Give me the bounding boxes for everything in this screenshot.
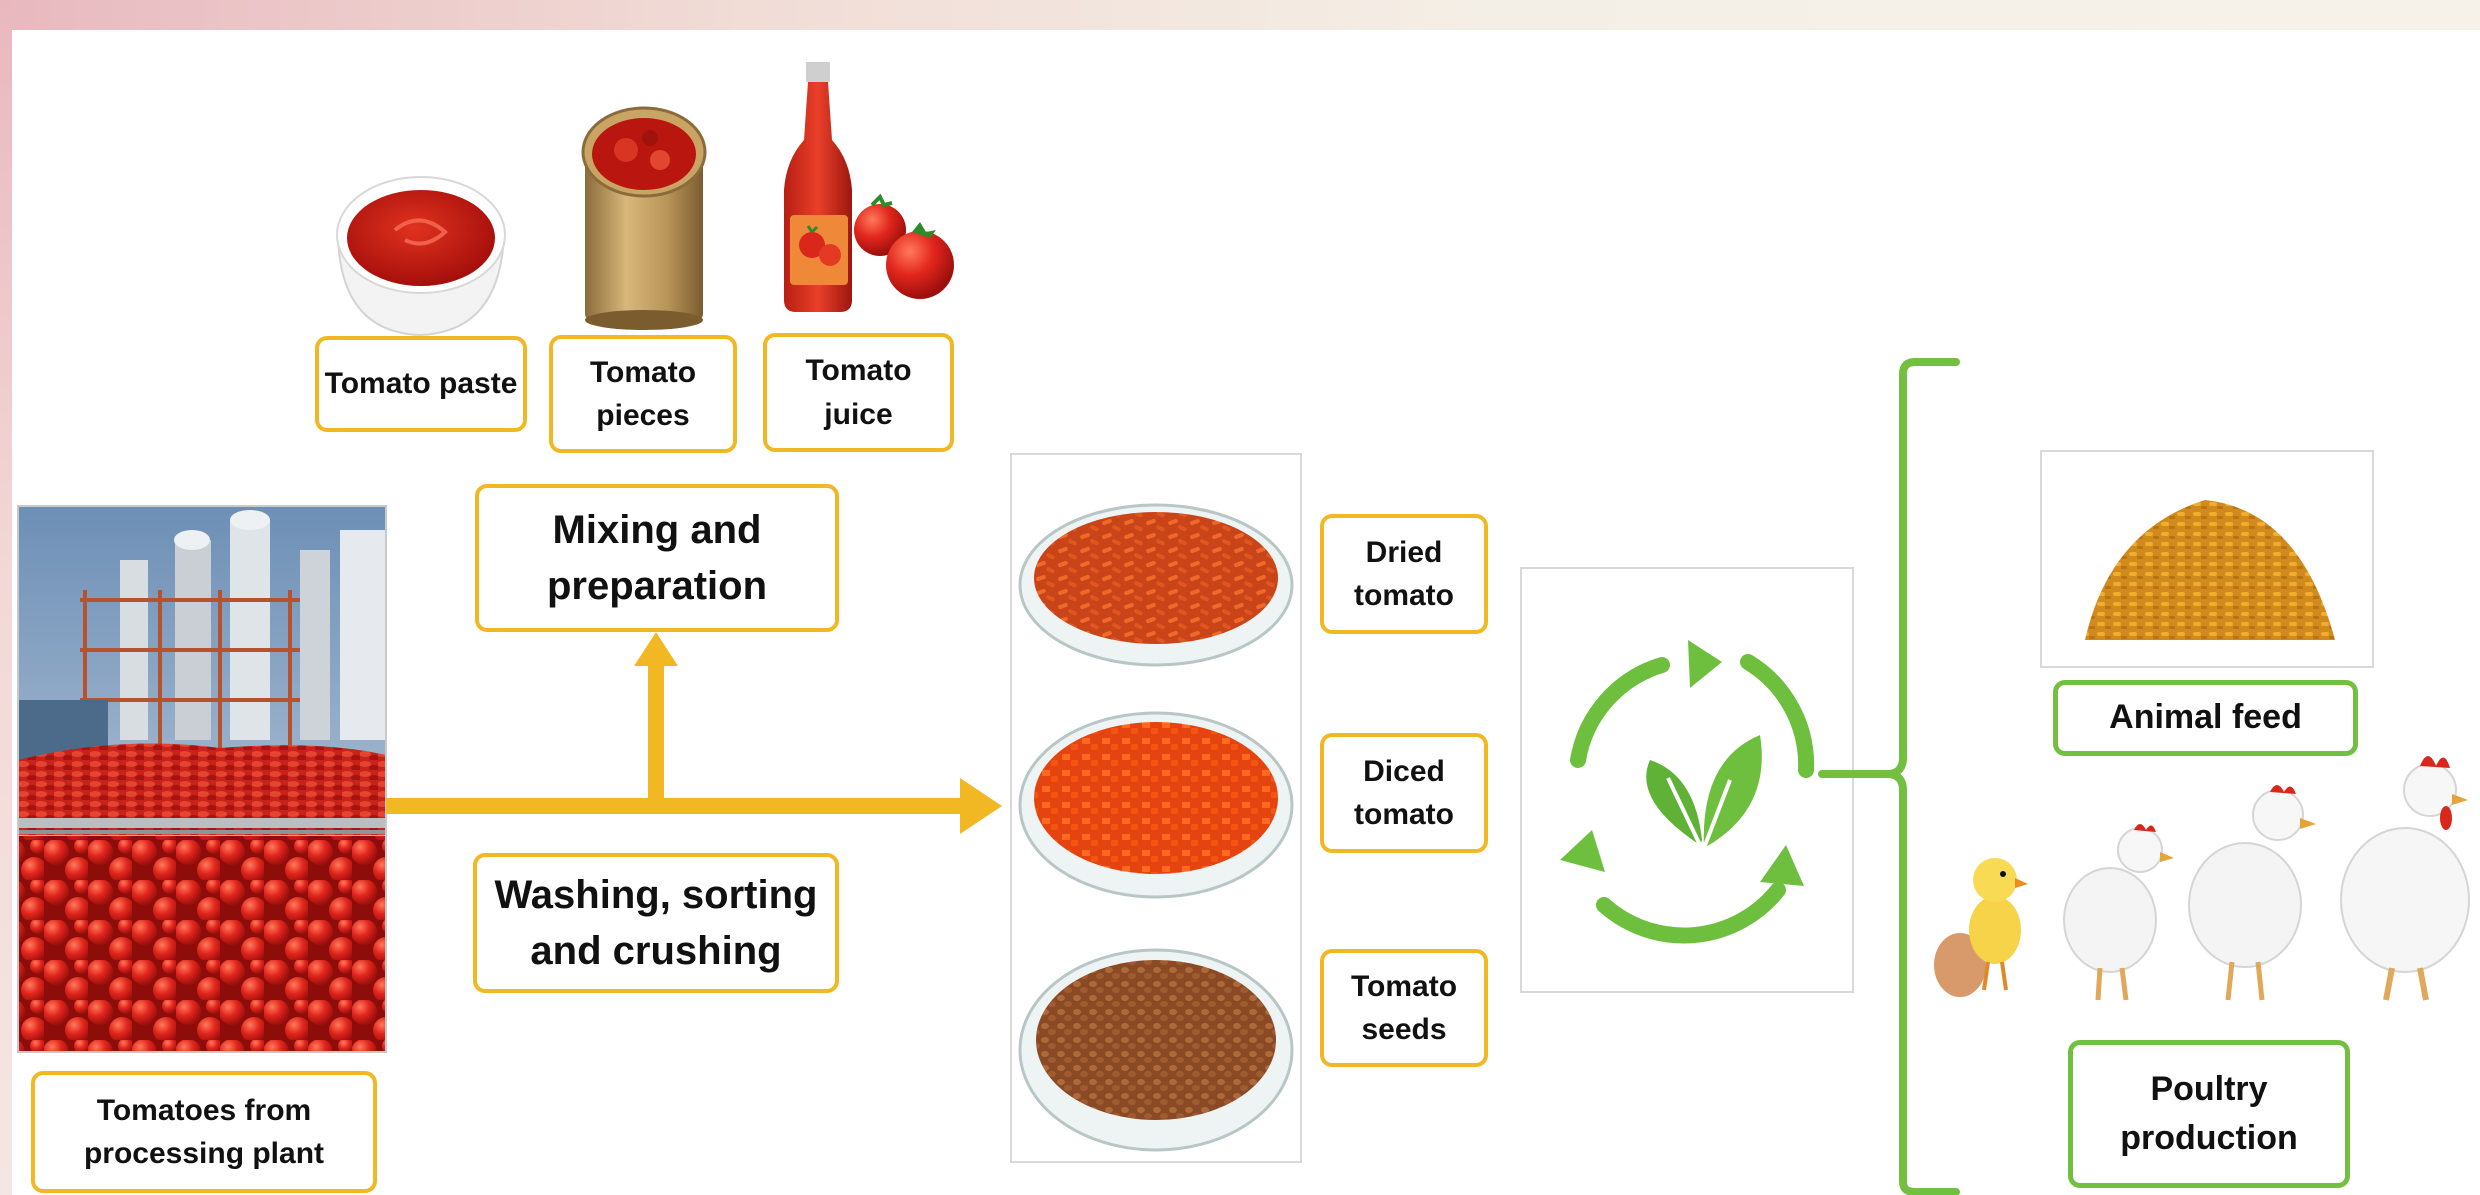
left-decorative-band: [0, 0, 12, 1195]
tomato-juice-bottle-photo: [784, 62, 852, 312]
tomato-pieces-label: Tomato pieces: [549, 335, 737, 453]
tomatoes-source-label: Tomatoes from processing plant: [31, 1071, 377, 1193]
tomato-seeds-dish: [1018, 948, 1294, 1152]
animal-feed-label: Animal feed: [2053, 680, 2358, 756]
dried-tomato-dish: [1018, 503, 1294, 667]
washing-sorting-crushing-label: Washing, sorting and crushing: [473, 853, 839, 993]
mixing-preparation-label: Mixing and preparation: [475, 484, 839, 632]
up-arrowhead: [634, 632, 678, 666]
poultry-production-label: Poultry production: [2068, 1040, 2350, 1188]
tomato-seeds-label: Tomato seeds: [1320, 949, 1488, 1067]
diced-tomato-label: Diced tomato: [1320, 733, 1488, 853]
dried-tomato-label: Dried tomato: [1320, 514, 1488, 634]
fresh-tomatoes-photo: [854, 193, 954, 299]
tomato-can-photo: [581, 106, 707, 330]
diced-tomato-dish: [1018, 711, 1294, 899]
top-decorative-band: [0, 0, 2480, 30]
main-arrowhead: [960, 778, 1002, 834]
main-arrow-shaft: [386, 798, 962, 814]
recycle-panel: [1520, 567, 1854, 993]
paste-bowl-photo: [336, 176, 506, 337]
tomato-juice-label: Tomato juice: [763, 333, 954, 452]
tomato-paste-label: Tomato paste: [315, 336, 527, 432]
up-arrow-shaft: [648, 665, 664, 800]
